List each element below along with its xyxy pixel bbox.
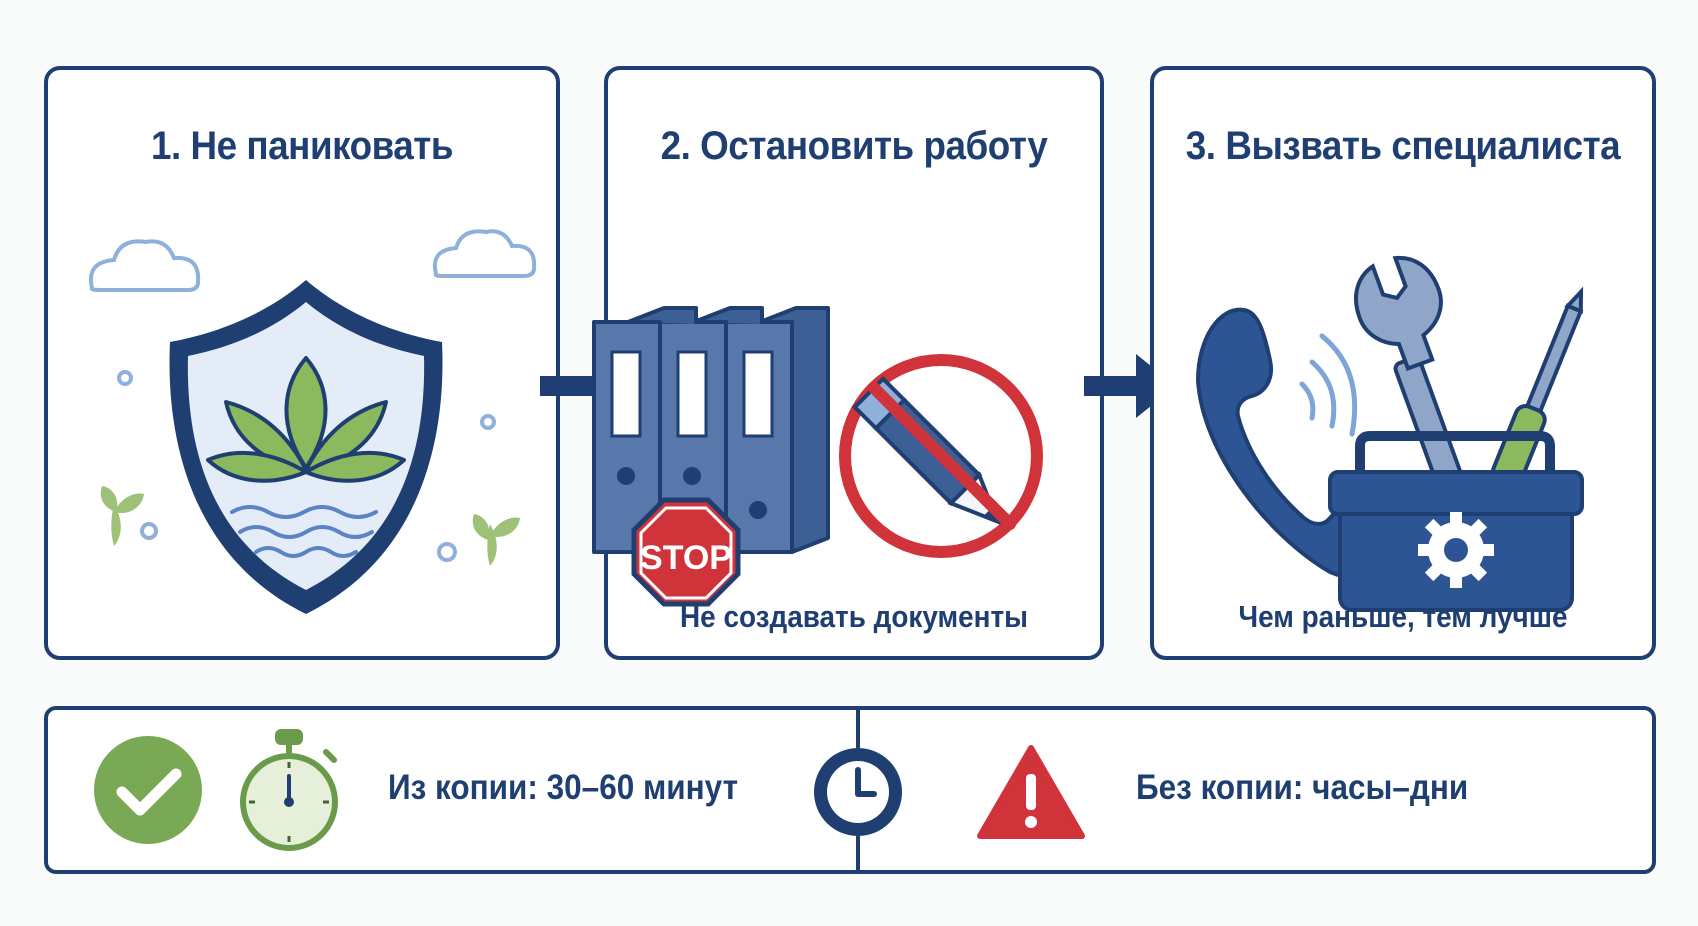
step-2-title: 2. Остановить работу [660, 124, 1048, 168]
step-1-panel: 1. Не паниковать [44, 66, 560, 660]
with-backup-time: Из копии: 30–60 минут [388, 768, 739, 807]
stop-sign-label: STOP [640, 539, 732, 577]
warning-icon [977, 745, 1085, 839]
without-backup-time: Без копии: часы–дни [1136, 768, 1469, 807]
step-2-caption: Не создавать документы [680, 599, 1028, 634]
step-1-title: 1. Не паниковать [150, 124, 454, 168]
recovery-time-bar: Из копии: 30–60 минут Без копии: часы–дн… [44, 706, 1656, 874]
stopwatch-icon [240, 729, 338, 851]
step-2-panel: 2. Остановить работу [592, 66, 1104, 660]
checkmark-icon [94, 736, 202, 844]
phone-toolbox-icon [1195, 255, 1584, 612]
step-3-title: 3. Вызвать специалиста [1185, 124, 1621, 168]
step-3-caption: Чем раньше, тем лучше [1238, 599, 1568, 634]
clock-icon [814, 748, 902, 836]
shield-lotus-icon [89, 229, 537, 614]
binders-stop-icon: STOP [592, 306, 1043, 607]
step-3-panel: 3. Вызвать специалиста [1150, 66, 1656, 660]
